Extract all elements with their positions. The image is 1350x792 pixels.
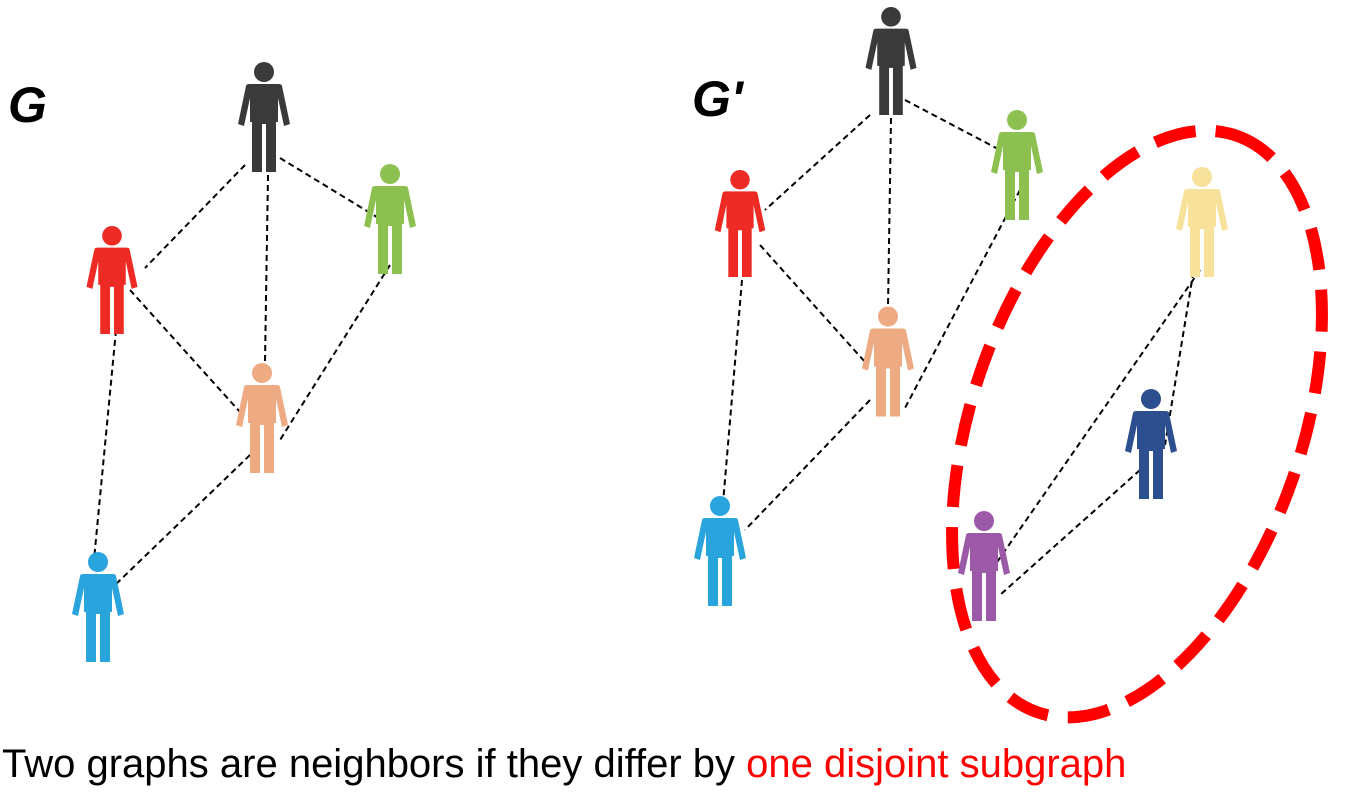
caption-highlight: one disjoint subgraph [746, 742, 1127, 786]
person-green-icon [364, 164, 416, 274]
edge [1164, 261, 1196, 446]
person-blue-icon [694, 496, 746, 606]
person-purple-icon [958, 511, 1010, 621]
person-black-icon [238, 62, 290, 172]
person-red-icon [714, 170, 766, 277]
edges [92, 99, 1201, 596]
person-black-icon [865, 7, 917, 115]
caption-text: Two graphs are neighbors if they differ … [2, 742, 736, 786]
edge [887, 117, 892, 309]
person-peach-icon [236, 363, 288, 473]
edge [999, 469, 1141, 596]
edge [764, 114, 871, 211]
edge [114, 454, 251, 586]
person-navy-icon [1125, 389, 1177, 499]
person-yellow-icon [1176, 167, 1228, 277]
edge [904, 99, 1001, 151]
graph-g-label: G [8, 77, 47, 133]
person-blue-icon [72, 552, 124, 662]
edge [264, 174, 269, 363]
edge [744, 399, 871, 531]
edge [92, 319, 118, 571]
edge [129, 289, 241, 413]
edge [904, 189, 1021, 409]
edge [279, 264, 391, 441]
person-red-icon [86, 226, 138, 334]
disjoint-subgraph-highlight [946, 124, 1328, 724]
edge [759, 244, 866, 363]
graph-g-prime-label: G' [692, 71, 743, 127]
person-green-icon [991, 110, 1043, 220]
edge [721, 279, 743, 516]
caption: Two graphs are neighbors if they differ … [2, 742, 1126, 787]
edge [144, 164, 246, 269]
